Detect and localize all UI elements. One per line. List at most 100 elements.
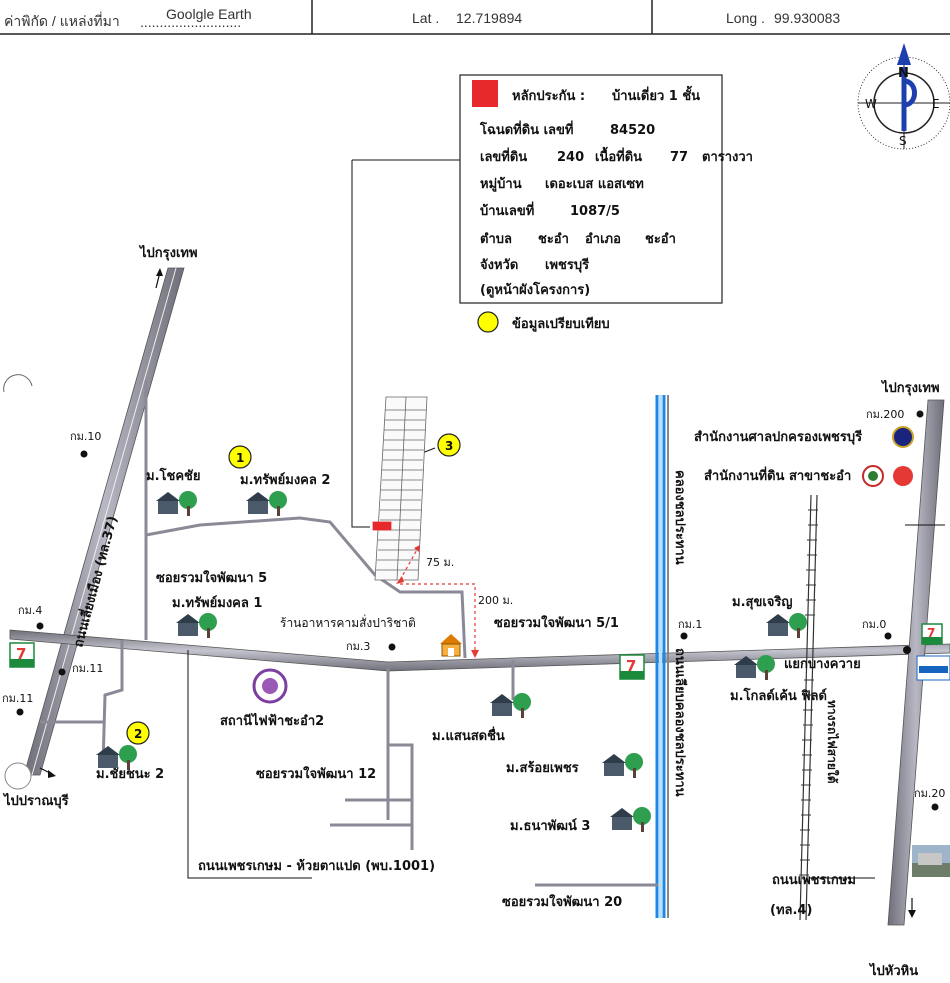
province-label: จังหวัด [480, 258, 518, 273]
legend-box: หลักประกัน : บ้านเดี่ยว 1 ชั้น โฉนดที่ดิ… [459, 74, 753, 304]
area-unit: ตารางวา [702, 150, 753, 165]
house-tree-icon [176, 613, 217, 638]
district-value: ชะอำ [645, 231, 676, 247]
seven-eleven-icon: 7 [9, 642, 35, 668]
svg-text:7: 7 [927, 626, 935, 640]
m-chaichana-2: ม.ชัยชนะ 2 [96, 767, 164, 782]
house-tree-icon [602, 753, 643, 778]
long-label: Long . [726, 10, 765, 26]
village-value: เดอะเบส แอสเซท [545, 177, 644, 192]
village-icons [96, 491, 807, 832]
road-petkasem-huaitapaet [9, 629, 950, 672]
km-markers: กม.10 กม.4 กม.11 กม.11 กม.3 กม.1 กม.0 กม… [2, 408, 945, 811]
source-label: ค่าพิกัด / แหล่งที่มา [4, 12, 120, 29]
area-value: 77 [670, 150, 688, 165]
arrow-down-icon [908, 910, 916, 918]
soi-12: ซอยรวมใจพัฒนา 12 [256, 765, 376, 782]
land-office-logos [862, 465, 913, 487]
deed-no: 84520 [610, 123, 655, 138]
m-thanapat-3: ม.ธนาพัฒน์ 3 [510, 818, 590, 834]
legend-note: (ดูหน้าผังโครงการ) [480, 281, 590, 298]
m-chokchai: ม.โชคชัย [146, 467, 200, 484]
arrow-down-right-icon [48, 770, 56, 778]
road-petkasem-huai-label: ถนนเพชรเกษม - ห้วยตาแปด (พบ.1001) [198, 858, 435, 874]
long-value: 99.930083 [774, 10, 840, 26]
soi-5: ซอยรวมใจพัฒนา 5 [156, 569, 267, 586]
side-roads [40, 380, 658, 887]
m-saensodchuen: ม.แสนสดชื่น [432, 726, 505, 744]
lat-label: Lat . [412, 10, 439, 26]
to-pranburi: ไปปราณบุรี [2, 792, 69, 809]
svg-text:3: 3 [445, 439, 453, 453]
canal-road-label: ถนนเลียบคลองชลประทาน [672, 648, 688, 797]
area-label: เนื้อที่ดิน [595, 146, 642, 165]
svg-text:กม.4: กม.4 [18, 604, 42, 617]
svg-text:กม.0: กม.0 [862, 618, 886, 631]
compass-n: N [898, 66, 909, 81]
tesco-logo-icon [916, 655, 950, 681]
distance-75-label: 75 ม. [426, 556, 454, 569]
svg-text:กม.1: กม.1 [678, 618, 702, 631]
canal-label-top: คลองชลประทาน [672, 470, 687, 565]
north-arrow-icon [897, 43, 911, 65]
to-bangkok-left: ไปกรุงเทพ [138, 244, 198, 261]
m-sukcharoen: ม.สุขเจริญ [732, 595, 792, 610]
road-tl4-label: (ทล.4) [770, 903, 812, 918]
house-no: 1087/5 [570, 204, 620, 219]
soi-20: ซอยรวมใจพัฒนา 20 [502, 893, 622, 910]
svg-text:..........................: .......................... [140, 14, 241, 30]
court-logo-icon [892, 426, 914, 448]
court-office: สำนักงานศาลปกครองเพชรบุรี [694, 429, 862, 445]
punch-hole [3, 374, 33, 393]
compare-marker-1: 1 [228, 445, 252, 469]
m-sapmongkol-1: ม.ทรัพย์มงคล 1 [172, 595, 262, 611]
compass-e: E [932, 97, 940, 111]
svg-text:7: 7 [626, 657, 636, 675]
collateral-plot [372, 521, 392, 531]
bang-kwai-junction: แยกบางควาย [784, 657, 861, 672]
svg-text:กม.11: กม.11 [2, 692, 33, 705]
subdistrict-value: ชะอำ [538, 231, 569, 247]
house-tree-icon [610, 807, 651, 832]
compass-w: W [865, 97, 877, 111]
collateral-label: หลักประกัน : [512, 89, 585, 104]
seven-eleven-icon: 7 [921, 623, 943, 645]
house-tree-icon [246, 491, 287, 516]
svg-text:กม.11: กม.11 [72, 662, 103, 675]
junction-dot [903, 646, 911, 654]
collateral-type: บ้านเดี่ยว 1 ชั้น [612, 85, 700, 104]
seven-eleven-icon: 7 [619, 654, 645, 680]
header-bar: ค่าพิกัด / แหล่งที่มา ..................… [0, 0, 950, 35]
village-label: หมู่บ้าน [480, 176, 522, 192]
compare-legend: ข้อมูลเปรียบเทียบ [477, 311, 610, 333]
to-bangkok-right: ไปกรุงเทพ [880, 379, 940, 396]
restaurant: ร้านอาหารคามสั่งปาริชาติ [280, 614, 416, 630]
land-no: 240 [557, 150, 584, 165]
road-petkasem-label: ถนนเพชรเกษม [772, 873, 856, 888]
svg-text:7: 7 [16, 645, 26, 663]
source-value: Goolgle Earth [166, 6, 252, 22]
canal [655, 395, 669, 918]
compass-rose: N S E W [857, 43, 950, 150]
distance-marker: 75 ม. 200 ม. [396, 545, 513, 658]
lat-value: 12.719894 [456, 10, 522, 26]
svg-text:2: 2 [134, 727, 142, 741]
pea-logo-icon [252, 668, 288, 704]
house-tree-icon [734, 655, 775, 680]
compare-marker-2: 2 [126, 721, 150, 745]
road-petkasem [887, 399, 945, 926]
railway-label: ทางรถไฟสายใต้ [825, 700, 840, 784]
deed-label: โฉนดที่ดิน เลขที่ [479, 120, 573, 138]
house-no-label: บ้านเลขที่ [480, 201, 534, 219]
compare-marker-3: 3 [437, 433, 461, 457]
m-sapmongkol-2: ม.ทรัพย์มงคล 2 [240, 472, 330, 488]
svg-text:กม.200: กม.200 [866, 408, 904, 421]
svg-text:กม.3: กม.3 [346, 640, 370, 653]
m-goldenfield: ม.โกลด์เค้น ฟิลด์ [730, 687, 827, 704]
railway [799, 494, 818, 921]
distance-200-label: 200 ม. [478, 594, 513, 607]
subdistrict-label: ตำบล [480, 231, 512, 247]
province-value: เพชรบุรี [545, 257, 589, 273]
house-tree-icon [766, 613, 807, 638]
